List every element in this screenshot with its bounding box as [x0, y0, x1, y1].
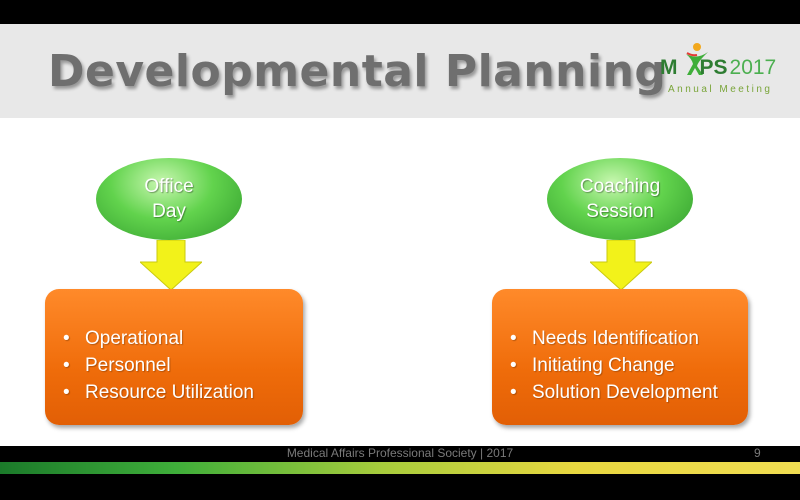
- slide-header: [0, 24, 800, 118]
- footer-gradient-line: [0, 462, 800, 474]
- list-item: • Personnel: [63, 352, 254, 379]
- bullet-text: Personnel: [85, 355, 171, 376]
- oval-label-line1: Office: [144, 176, 194, 197]
- office-day-bullets: • Operational • Personnel • Resource Utiliz…: [63, 325, 254, 406]
- bullet-dot: •: [510, 382, 517, 403]
- logo-wordmark: M PS2017: [660, 56, 776, 80]
- list-item: • Initiating Change: [510, 352, 718, 379]
- bullet-dot: •: [63, 355, 70, 376]
- office-day-oval: Office Day: [96, 158, 242, 240]
- office-day-box: • Operational • Personnel • Resource Utiliz…: [45, 289, 303, 425]
- oval-label-line2: Session: [586, 201, 654, 222]
- bottom-letterbox: [0, 474, 800, 500]
- page-number: 9: [754, 446, 761, 460]
- arrow-down-icon: [140, 240, 202, 290]
- list-item: • Resource Utilization: [63, 379, 254, 406]
- list-item: • Solution Development: [510, 379, 718, 406]
- maps-logo: M PS2017 Annual Meeting: [660, 42, 785, 102]
- bullet-text: Operational: [85, 328, 184, 349]
- bullet-dot: •: [63, 328, 70, 349]
- bullet-text: Solution Development: [532, 382, 718, 403]
- bullet-text: Initiating Change: [532, 355, 675, 376]
- oval-label-line2: Day: [152, 201, 186, 222]
- top-letterbox: [0, 0, 800, 24]
- coaching-session-bullets: • Needs Identification • Initiating Change…: [510, 325, 718, 406]
- slide-title: Developmental Planning: [48, 46, 667, 97]
- list-item: • Operational: [63, 325, 254, 352]
- logo-year: 2017: [729, 56, 777, 79]
- coaching-session-box: • Needs Identification • Initiating Change…: [492, 289, 748, 425]
- footer-text: Medical Affairs Professional Society | 2…: [286, 446, 514, 460]
- coaching-session-oval: Coaching Session: [547, 158, 693, 240]
- logo-ps: PS: [699, 56, 728, 79]
- bullet-dot: •: [510, 328, 517, 349]
- logo-subtitle: Annual Meeting: [668, 84, 773, 95]
- bullet-text: Needs Identification: [532, 328, 699, 349]
- arrow-down-icon: [590, 240, 652, 290]
- logo-m: M: [660, 56, 678, 79]
- bullet-dot: •: [63, 382, 70, 403]
- bullet-dot: •: [510, 355, 517, 376]
- bullet-text: Resource Utilization: [85, 382, 254, 403]
- oval-label-line1: Coaching: [579, 176, 661, 197]
- list-item: • Needs Identification: [510, 325, 718, 352]
- person-figure-icon: [686, 43, 708, 75]
